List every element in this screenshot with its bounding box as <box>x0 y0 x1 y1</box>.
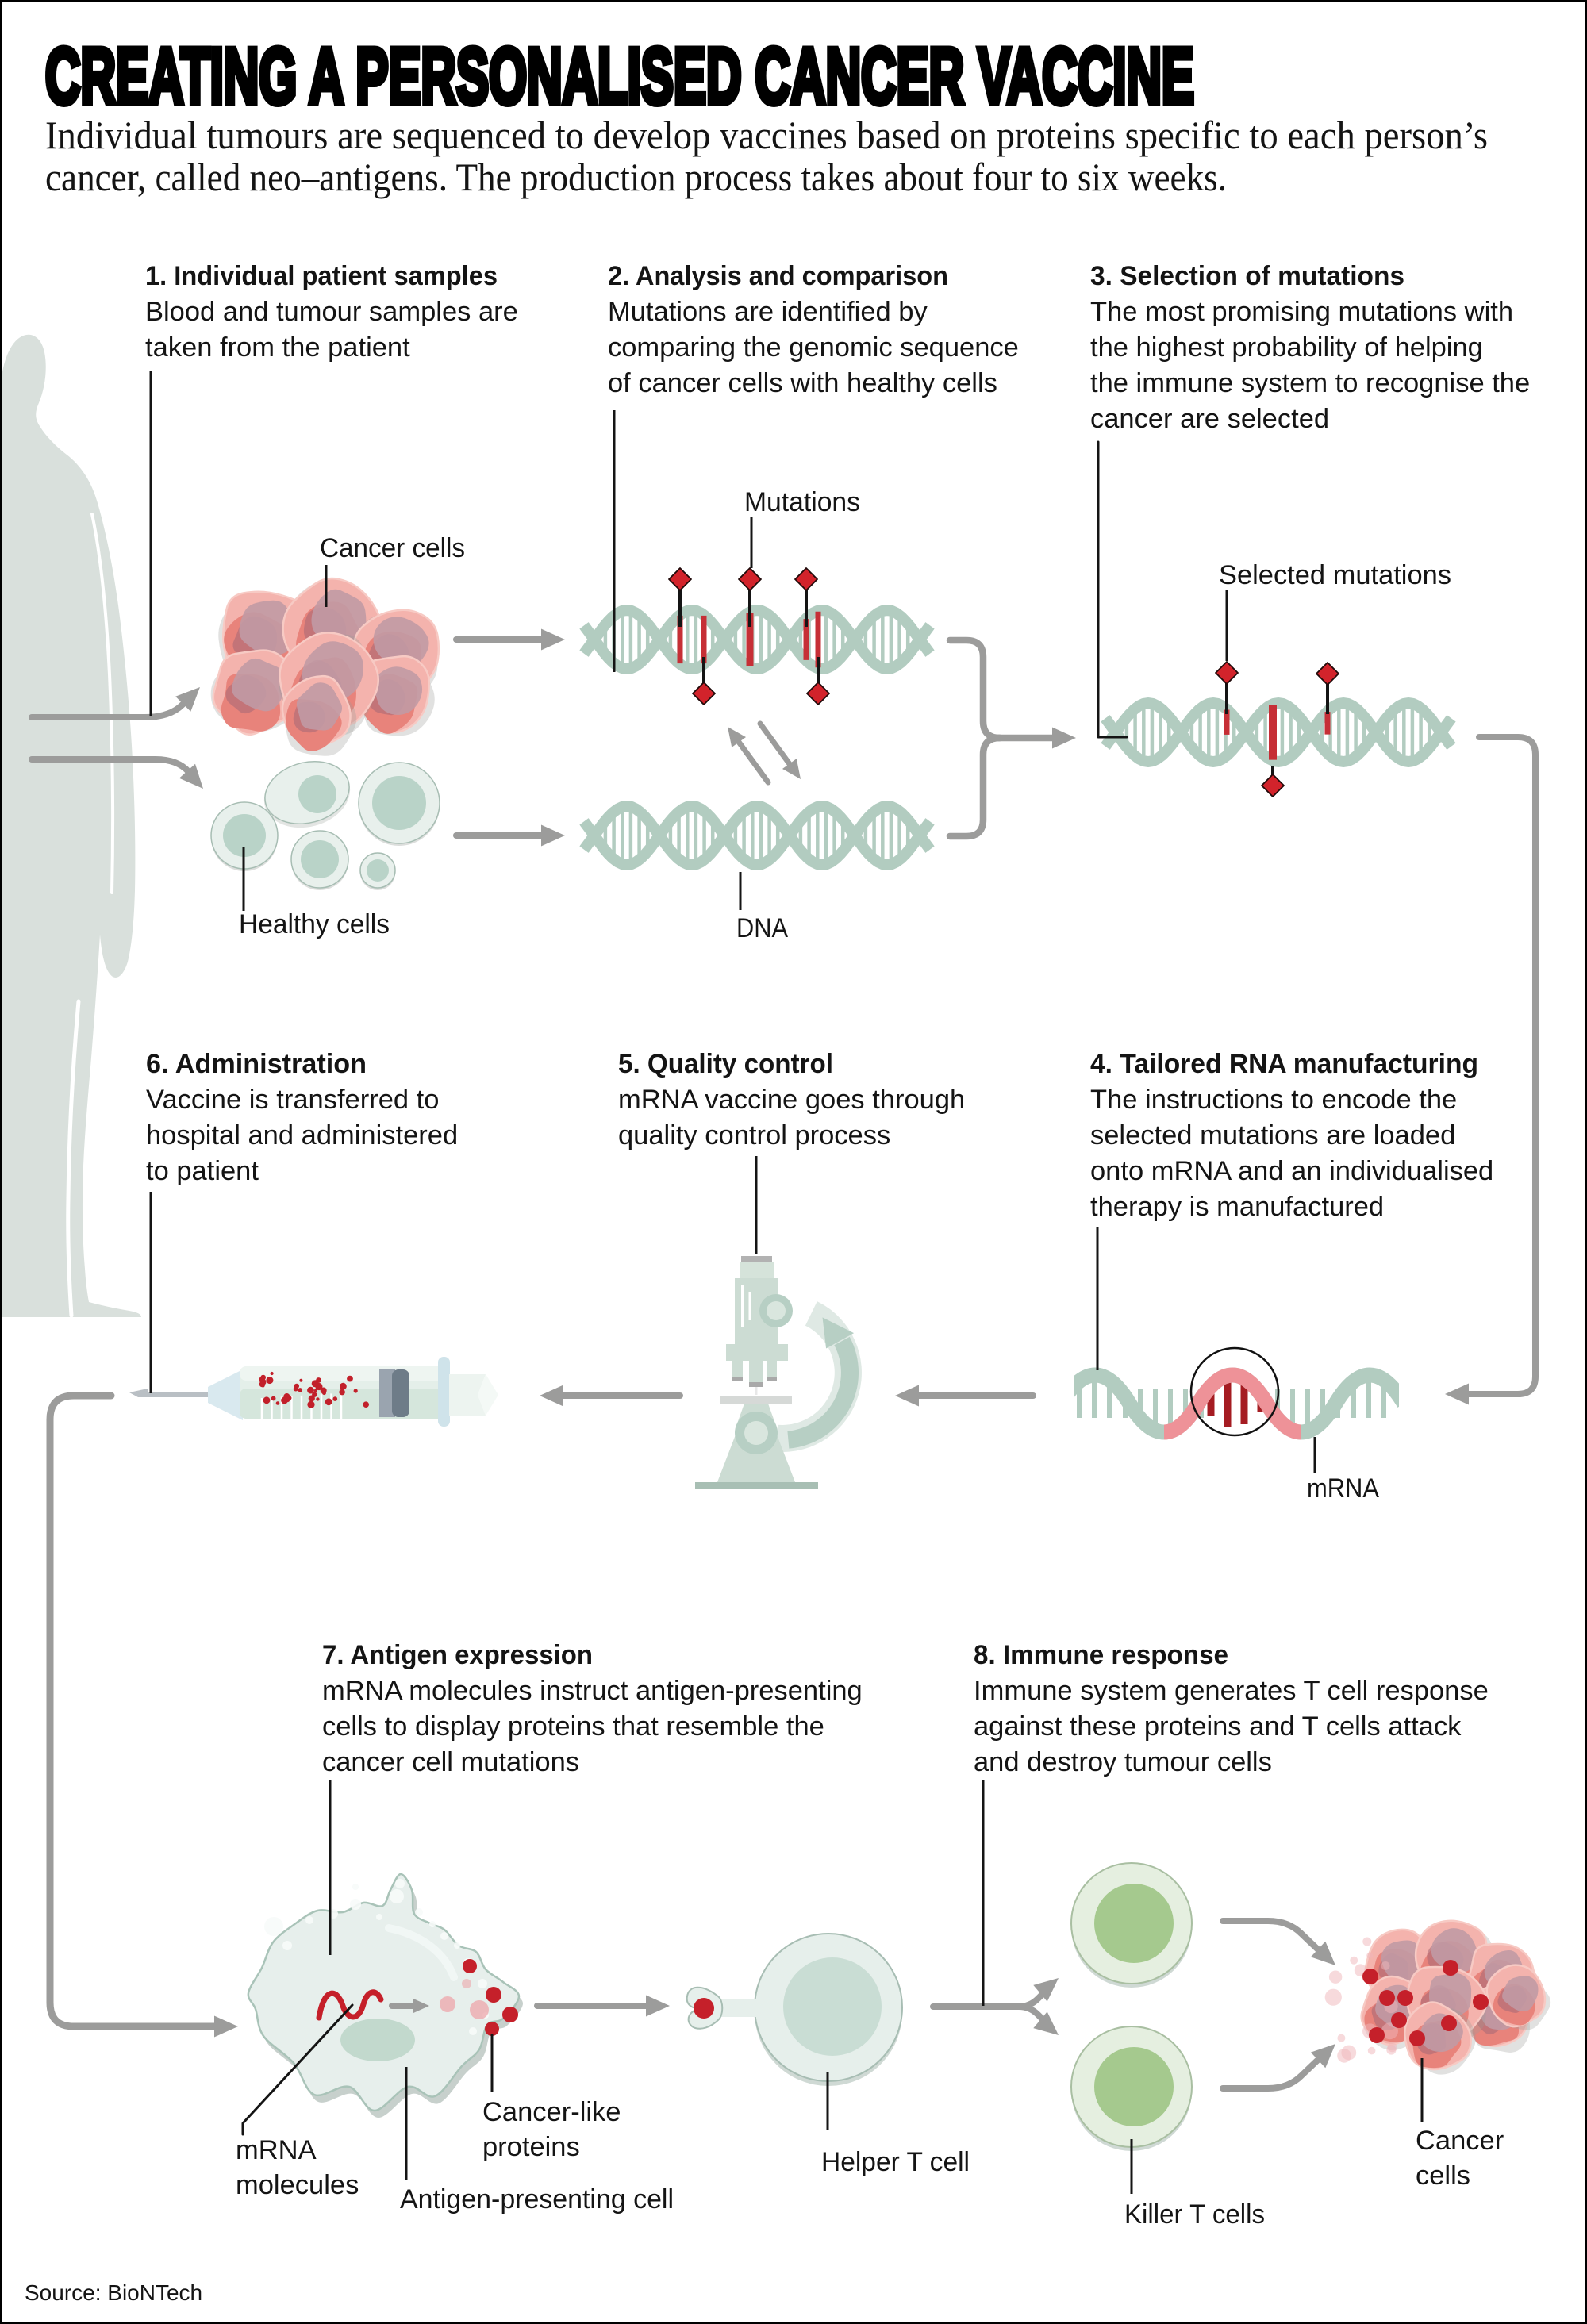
svg-text:cancer are selected: cancer are selected <box>1090 404 1329 434</box>
svg-text:Blood and tumour samples are: Blood and tumour samples are <box>145 297 518 327</box>
svg-text:the immune system to recognise: the immune system to recognise the <box>1090 368 1530 398</box>
svg-text:Healthy cells: Healthy cells <box>239 909 390 939</box>
svg-text:4. Tailored RNA manufacturing: 4. Tailored RNA manufacturing <box>1090 1049 1478 1079</box>
svg-text:3. Selection of mutations: 3. Selection of mutations <box>1090 261 1404 291</box>
svg-text:comparing the genomic sequence: comparing the genomic sequence <box>608 332 1019 363</box>
svg-text:1. Individual patient samples: 1. Individual patient samples <box>145 261 498 291</box>
svg-text:The most promising mutations w: The most promising mutations with <box>1090 297 1513 327</box>
svg-text:molecules: molecules <box>236 2170 359 2200</box>
svg-text:6. Administration: 6. Administration <box>146 1049 367 1079</box>
svg-text:selected mutations are loaded: selected mutations are loaded <box>1090 1120 1455 1150</box>
svg-text:Killer T cells: Killer T cells <box>1124 2199 1265 2230</box>
svg-text:Immune system generates T cell: Immune system generates T cell response <box>974 1676 1489 1706</box>
svg-text:proteins: proteins <box>482 2132 580 2162</box>
svg-text:cancer, called neo–antigens. T: cancer, called neo–antigens. The product… <box>45 155 1227 199</box>
svg-text:Cancer cells: Cancer cells <box>320 533 465 563</box>
svg-text:and destroy tumour cells: and destroy tumour cells <box>974 1747 1272 1777</box>
svg-text:Vaccine is transferred to: Vaccine is transferred to <box>146 1085 439 1115</box>
svg-text:onto mRNA and an individualise: onto mRNA and an individualised <box>1090 1156 1493 1186</box>
svg-text:Individual tumours are sequenc: Individual tumours are sequenced to deve… <box>45 113 1488 157</box>
svg-text:Selected mutations: Selected mutations <box>1219 560 1451 590</box>
svg-text:Cancer-like: Cancer-like <box>482 2097 621 2127</box>
svg-text:The instructions to encode the: The instructions to encode the <box>1090 1085 1457 1115</box>
svg-text:taken from the patient: taken from the patient <box>145 332 410 363</box>
svg-text:quality control process: quality control process <box>618 1120 890 1150</box>
svg-text:CREATING A PERSONALISED CANCER: CREATING A PERSONALISED CANCER VACCINE <box>45 32 1194 120</box>
svg-text:the highest probability of hel: the highest probability of helping <box>1090 332 1483 363</box>
svg-text:7. Antigen expression: 7. Antigen expression <box>322 1640 593 1670</box>
svg-text:mRNA: mRNA <box>1307 1473 1379 1504</box>
svg-text:Source: BioNTech: Source: BioNTech <box>25 2280 202 2305</box>
svg-text:cells: cells <box>1416 2161 1470 2191</box>
svg-text:Cancer: Cancer <box>1416 2126 1504 2156</box>
svg-text:DNA: DNA <box>736 913 788 943</box>
svg-text:Helper T cell: Helper T cell <box>821 2147 970 2177</box>
svg-text:cancer cell mutations: cancer cell mutations <box>322 1747 579 1777</box>
svg-text:hospital and administered: hospital and administered <box>146 1120 458 1150</box>
svg-text:Mutations: Mutations <box>744 487 860 517</box>
svg-text:Antigen-presenting cell: Antigen-presenting cell <box>400 2184 674 2215</box>
svg-text:mRNA vaccine goes through: mRNA vaccine goes through <box>618 1085 965 1115</box>
svg-text:mRNA molecules instruct antige: mRNA molecules instruct antigen-presenti… <box>322 1676 863 1706</box>
svg-text:5. Quality control: 5. Quality control <box>618 1049 833 1079</box>
svg-text:Mutations are identified by: Mutations are identified by <box>608 297 928 327</box>
svg-text:of cancer cells with healthy c: of cancer cells with healthy cells <box>608 368 997 398</box>
svg-text:cells to display proteins that: cells to display proteins that resemble … <box>322 1711 824 1742</box>
svg-text:8. Immune response: 8. Immune response <box>974 1640 1228 1670</box>
svg-text:to patient: to patient <box>146 1156 259 1186</box>
svg-text:2. Analysis and comparison: 2. Analysis and comparison <box>608 261 948 291</box>
svg-text:against these proteins and T c: against these proteins and T cells attac… <box>974 1711 1462 1742</box>
svg-text:therapy is manufactured: therapy is manufactured <box>1090 1192 1384 1222</box>
svg-text:mRNA: mRNA <box>236 2135 317 2165</box>
